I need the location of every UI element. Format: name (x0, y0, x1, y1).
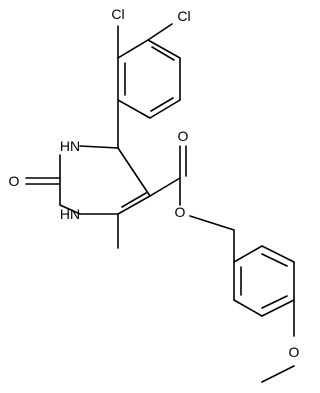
cl-bond-right (147, 23, 173, 41)
dichlorophenyl-ring (117, 39, 181, 119)
methoxy-oxygen-label: O (289, 344, 300, 360)
ring-bond (233, 245, 263, 263)
ring-bond (117, 99, 151, 119)
c5-ester-carbon-bond (149, 177, 181, 197)
ring-bond (147, 39, 181, 59)
pyrimidinone-ring (59, 99, 151, 215)
c4-n3-bond (79, 145, 119, 149)
ring-bond (261, 299, 295, 317)
chlorine-label-right: Cl (177, 8, 190, 24)
nh-label-top: HN (60, 138, 80, 154)
methoxy-methyl-bond (261, 365, 295, 383)
ring-bond (149, 99, 181, 119)
atom-labels: Cl Cl HN HN O O O O (9, 6, 300, 360)
c6-c5-double-bond (121, 192, 147, 208)
ester-ch2-bond (189, 215, 235, 231)
ring-double-bond (150, 97, 174, 112)
ring-bond (233, 299, 263, 317)
c2-n1-bond (59, 204, 81, 215)
c5-c4-bond (117, 147, 151, 197)
ester-carbonyl-oxygen-label: O (178, 128, 189, 144)
c6-c5-bond (117, 195, 151, 215)
methoxyphenyl-ring (233, 245, 295, 317)
ring-double-bond (151, 46, 175, 61)
nh-label-bottom: HN (60, 206, 80, 222)
ester-oxygen-label: O (175, 204, 186, 220)
ring-bond (117, 39, 149, 59)
ring-double-bond (261, 253, 288, 267)
ring-double-bond (261, 295, 288, 309)
chlorine-label-upper: Cl (111, 6, 124, 22)
carbonyl-oxygen-label: O (9, 173, 20, 189)
ring-bond (261, 245, 295, 263)
